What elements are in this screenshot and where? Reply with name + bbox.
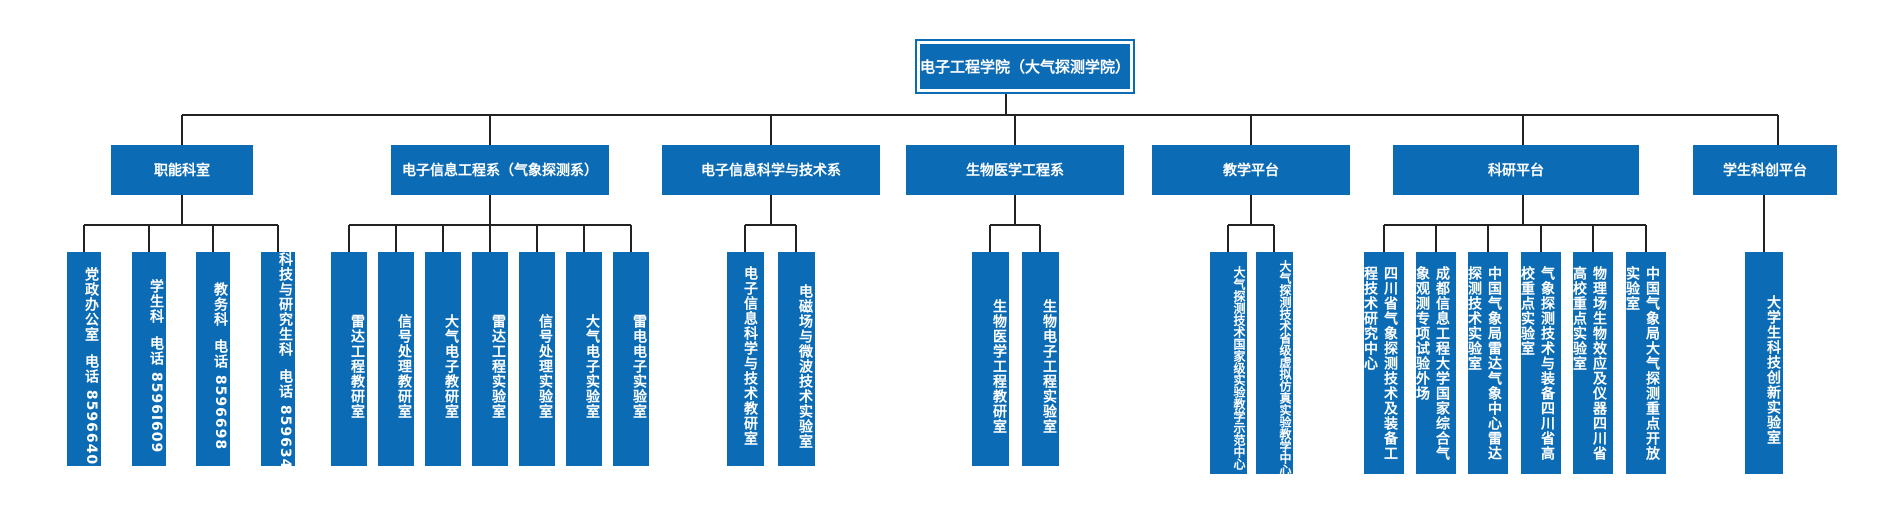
dept-research-platform: 科研平台 bbox=[1393, 145, 1639, 195]
unit-label: 电子信息科学与技术教研室 bbox=[742, 266, 758, 446]
dept-label: 学生科创平台 bbox=[1723, 163, 1807, 179]
dept-label: 职能科室 bbox=[154, 163, 210, 179]
office-name: 党政办公室 bbox=[83, 266, 99, 342]
dept-label: 生物医学工程系 bbox=[966, 163, 1064, 179]
leaf-unit: 成都信息工程大学国家综合气象观测专项试验外场 bbox=[1414, 252, 1456, 474]
unit-label: 物理场生物效应及仪器四川省高校重点实验室 bbox=[1571, 266, 1607, 461]
unit-label: 大气电子教研室 bbox=[443, 313, 459, 419]
unit-label: 雷达工程实验室 bbox=[490, 313, 506, 419]
dept-electronic-info-science: 电子信息科学与技术系 bbox=[662, 145, 880, 195]
leaf-unit: 大气电子教研室 bbox=[425, 252, 461, 466]
leaf-unit: 物理场生物效应及仪器四川省高校重点实验室 bbox=[1571, 252, 1613, 474]
unit-label: 中国气象局大气探测重点开放实验室 bbox=[1624, 266, 1660, 461]
office-phone: 电话 8596349 bbox=[277, 368, 293, 481]
office-name: 学生科 bbox=[148, 278, 164, 324]
unit-label: 生物医学工程教研室 bbox=[991, 298, 1007, 434]
unit-label: 大气探测技术国家级实验教学示范中心 bbox=[1232, 266, 1246, 470]
unit-label: 信号处理教研室 bbox=[396, 313, 412, 419]
leaf-unit: 中国气象局雷达气象中心雷达探测技术实验室 bbox=[1466, 252, 1508, 474]
leaf-unit: 大气电子实验室 bbox=[566, 252, 602, 466]
leaf-unit: 生物电子工程实验室 bbox=[1022, 252, 1059, 466]
office-phone: 电话 8596640 bbox=[83, 353, 99, 466]
office-name: 科技与研究生科 bbox=[277, 251, 293, 357]
leaf-unit: 雷电电子实验室 bbox=[613, 252, 649, 466]
dept-label: 电子信息科学与技术系 bbox=[701, 163, 841, 179]
leaf-office: 党政办公室电话 8596640 bbox=[67, 252, 101, 466]
office-name: 教务科 bbox=[212, 281, 228, 327]
dept-functional-offices: 职能科室 bbox=[111, 145, 253, 195]
unit-label: 气象探测技术与装备四川省高校重点实验室 bbox=[1519, 266, 1555, 461]
unit-label: 大学生科技创新实验室 bbox=[1765, 295, 1781, 445]
leaf-office: 教务科电话 8596698 bbox=[196, 252, 230, 466]
dept-student-innovation-platform: 学生科创平台 bbox=[1693, 145, 1837, 195]
unit-label: 大气电子实验室 bbox=[584, 313, 600, 419]
office-phone: 电话 8596698 bbox=[212, 338, 228, 451]
leaf-unit: 气象探测技术与装备四川省高校重点实验室 bbox=[1519, 252, 1561, 474]
unit-label: 雷达工程教研室 bbox=[349, 313, 365, 419]
leaf-office: 科技与研究生科电话 8596349 bbox=[261, 251, 295, 480]
root-label: 电子工程学院（大气探测学院） bbox=[920, 58, 1131, 76]
leaf-unit: 雷达工程教研室 bbox=[331, 252, 367, 466]
dept-label: 电子信息工程系（气象探测系） bbox=[402, 163, 598, 179]
unit-label: 成都信息工程大学国家综合气象观测专项试验外场 bbox=[1414, 266, 1450, 461]
unit-label: 中国气象局雷达气象中心雷达探测技术实验室 bbox=[1466, 266, 1502, 461]
office-phone: 电话 8596I609 bbox=[148, 335, 164, 454]
dept-biomedical-engineering: 生物医学工程系 bbox=[906, 145, 1124, 195]
root-node: 电子工程学院（大气探测学院） bbox=[915, 39, 1135, 94]
unit-label: 四川省气象探测技术及装备工程技术研究中心 bbox=[1362, 266, 1398, 461]
leaf-unit: 生物医学工程教研室 bbox=[972, 252, 1009, 466]
leaf-unit: 四川省气象探测技术及装备工程技术研究中心 bbox=[1362, 252, 1404, 474]
unit-label: 雷电电子实验室 bbox=[631, 313, 647, 419]
leaf-unit: 大学生科技创新实验室 bbox=[1745, 252, 1783, 474]
leaf-unit: 信号处理实验室 bbox=[519, 252, 555, 466]
dept-teaching-platform: 教学平台 bbox=[1152, 145, 1350, 195]
dept-label: 科研平台 bbox=[1488, 163, 1544, 179]
leaf-unit: 大气探测技术国家级实验教学示范中心 bbox=[1210, 252, 1247, 474]
leaf-unit: 电子信息科学与技术教研室 bbox=[727, 252, 764, 466]
unit-label: 生物电子工程实验室 bbox=[1041, 298, 1057, 434]
dept-electronic-info-engineering: 电子信息工程系（气象探测系） bbox=[391, 145, 609, 195]
leaf-office: 学生科电话 8596I609 bbox=[132, 252, 166, 466]
leaf-unit: 信号处理教研室 bbox=[378, 252, 414, 466]
leaf-unit: 中国气象局大气探测重点开放实验室 bbox=[1624, 252, 1666, 474]
unit-label: 大气探测技术省级虚拟仿真实验教学中心 bbox=[1278, 260, 1292, 476]
leaf-unit: 电磁场与微波技术实验室 bbox=[778, 252, 815, 466]
unit-label: 信号处理实验室 bbox=[537, 313, 553, 419]
leaf-unit: 大气探测技术省级虚拟仿真实验教学中心 bbox=[1256, 252, 1293, 476]
leaf-unit: 雷达工程实验室 bbox=[472, 252, 508, 466]
unit-label: 电磁场与微波技术实验室 bbox=[797, 283, 813, 449]
dept-label: 教学平台 bbox=[1223, 163, 1279, 179]
